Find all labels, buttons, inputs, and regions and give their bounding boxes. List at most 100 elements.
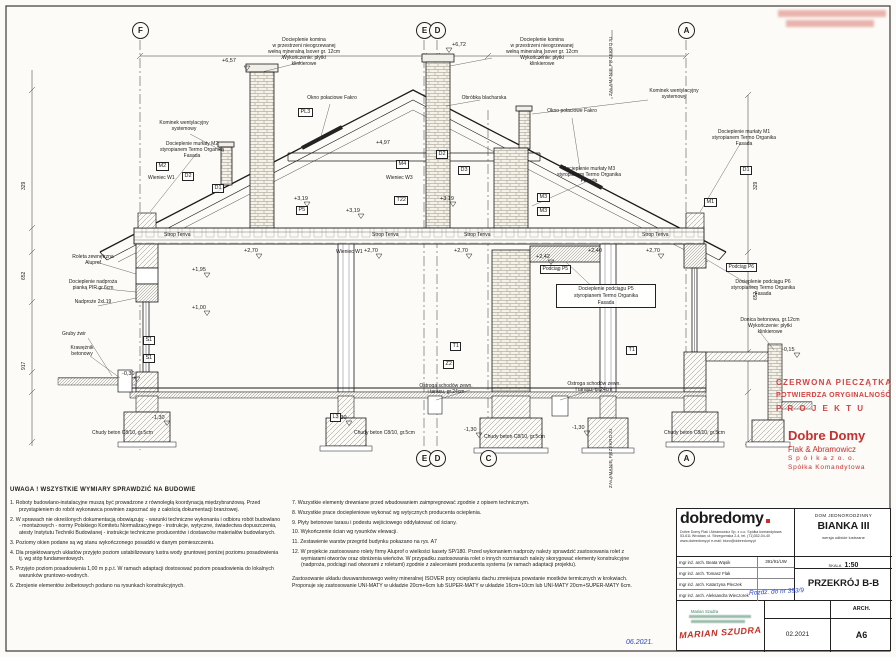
grid-marker: D	[429, 22, 446, 39]
branch-cell: ARCH.	[831, 601, 892, 619]
note-item: 8. Wszystkie prace dociepleniowe wykonać…	[292, 509, 482, 516]
scale-value: 1:50	[844, 562, 859, 569]
person-name: mgr inż. arch. Aleksandra Wieczorek	[679, 593, 749, 598]
callout-label: Strop Teriva	[642, 232, 669, 238]
tag-box: Z2	[443, 360, 455, 370]
note-item: 10. Wykończenie ścian wg rysunków elewac…	[292, 529, 398, 536]
red-stamp-smudge	[778, 10, 886, 17]
tag-box: L3	[330, 413, 342, 423]
person-name: mgr inż. arch. Beata Wąsik	[679, 559, 731, 565]
grid-marker: A	[678, 450, 695, 467]
notes-header: UWAGA ! WSZYSTKIE WYMIARY SPRAWDZIĆ NA B…	[10, 487, 196, 493]
callout-label: Docieplenie komina w przestrzeni nieogrz…	[268, 37, 340, 67]
callout-label: Krawężnik betonowy	[70, 345, 94, 357]
tag-box: D2	[436, 150, 449, 160]
elevation-label: +1,00	[192, 305, 206, 311]
elevation-label: +4,97	[376, 140, 390, 146]
callout-label: Docieplenie murłaty M2 styropianem Termo…	[159, 141, 225, 159]
tag-box: P5	[296, 206, 308, 216]
note-item: 1. Roboty budowlano-instalacyjne muszą b…	[10, 500, 261, 513]
project-type: DOM JEDNORODZINNY	[814, 513, 873, 518]
note-item: 6. Zbrojenie elementów żelbetowych podan…	[10, 582, 185, 589]
elevation-label: +3,19	[346, 208, 360, 214]
tag-box: S1	[143, 336, 155, 346]
logo-dot-icon	[765, 519, 770, 523]
grid-marker: F	[132, 22, 149, 39]
callout-label: Strop Teriva	[464, 232, 491, 238]
note-item: 2. W sprawach nie określonych dokumentac…	[10, 516, 281, 537]
tag-box: M3	[537, 193, 550, 203]
person-licence-number	[757, 568, 794, 578]
callout-label: Docieplenie komina w przestrzeni nieogrz…	[506, 37, 578, 67]
tag-box: Podciąg P5	[540, 265, 571, 274]
notes-column-2: 7. Wszystkie elementy drewniane przed wb…	[292, 500, 642, 590]
company-logo: dobredomy	[680, 510, 791, 528]
callout-label: Ostroga schodów zewn. i tarasu, gr.24cm	[567, 381, 621, 393]
callout-label: Kominek wentylacyjny systemowy	[159, 120, 209, 132]
callout-label: Nadproże 2xL19	[74, 299, 112, 305]
elevation-label: +2,40	[588, 248, 602, 254]
registry-number-cell: Rozdz. do nr 393/9	[749, 587, 831, 619]
elevation-label: -1,30	[152, 415, 165, 421]
company-stamp-line: Flak & Abramowicz	[788, 445, 857, 454]
callout-label: Wieniec W3	[386, 175, 413, 181]
elevation-label: +2,70	[454, 248, 468, 254]
person-licence-number	[757, 590, 794, 601]
tag-box: D2	[182, 172, 195, 182]
company-stamp-line: Spółka Komandytowa	[788, 464, 866, 471]
sheet-number-cell: A6	[855, 630, 868, 640]
notes-footer: Zastosowanie układu dwuwarstwowego wełny…	[292, 576, 632, 589]
titleblock-person-row: mgr inż. arch. Katarzyna Pleczek	[677, 579, 794, 590]
tag-box: D1	[740, 166, 753, 176]
grid-marker: A	[678, 22, 695, 39]
callout-label: Docieplenie podciągu P6 styropianem Term…	[730, 279, 796, 297]
elevation-label: -0,30	[122, 371, 135, 377]
certification-stamp-line: CZERWONA PIECZĄTKA	[776, 378, 893, 387]
dim-label: 652	[21, 271, 27, 280]
callout-label: Chudy beton C8/10, gr.5cm	[484, 434, 545, 440]
person-licence-number	[757, 579, 794, 589]
grid-marker: D	[429, 450, 446, 467]
elevation-label: -1,30	[464, 427, 477, 433]
elevation-label: +2,70	[364, 248, 378, 254]
callout-label: Docieplenie murłaty M1 styropianem Termo…	[711, 129, 777, 147]
callout-label: Strop Teriva	[372, 232, 399, 238]
company-stamp-line: Dobre Domy	[788, 428, 866, 443]
company-logo-cell: dobredomy Dobre Domy Flak i Abramowicz S…	[677, 509, 795, 557]
callout-label: Chudy beton C8/10, gr.5cm	[664, 430, 725, 436]
callout-label: Docieplenie murłaty M3 styropianem Termo…	[556, 166, 622, 184]
notes-block: UWAGA ! WSZYSTKIE WYMIARY SPRAWDZIĆ NA B…	[10, 487, 670, 589]
scale-label: SKALA	[828, 563, 842, 568]
company-stamp-line: S p ó ł k a z o. o.	[788, 455, 856, 462]
callout-label: Wieniec W1	[148, 175, 175, 181]
project-variant: wersja odbicie lustrzane	[822, 535, 865, 540]
callout-label: Okno połaciowe Fakro	[307, 95, 357, 101]
elevation-label: -0,15	[782, 347, 795, 353]
tag-box: M1	[704, 198, 717, 208]
title-block: dobredomy Dobre Domy Flak i Abramowicz S…	[676, 508, 892, 652]
tag-box: PL3	[298, 108, 313, 118]
tag-box: M3	[537, 207, 550, 217]
callout-label: Kominek wentylacyjny systemowy	[649, 88, 699, 100]
elevation-label: +3,19	[294, 196, 308, 202]
drawing-title: PRZEKRÓJ B-B	[795, 569, 892, 601]
person-name: mgr inż. arch. Tomasz Flak	[679, 570, 731, 576]
elevation-label: +1,95	[192, 267, 206, 273]
dim-label: 329	[21, 181, 27, 190]
callout-label: Gruby żwir	[62, 331, 86, 337]
callout-label: Okno połaciowe Fakro	[547, 108, 597, 114]
project-name: BIANKA III	[817, 520, 870, 532]
elevation-label: +6,72	[452, 42, 466, 48]
company-address: Dobre Domy Flak i Abramowicz Sp. z o.o. …	[680, 529, 782, 544]
callout-label: Docieplenie podciągu P5 styropianem Term…	[556, 284, 656, 309]
person-name: mgr inż. arch. Katarzyna Pleczek	[679, 581, 742, 587]
certification-stamp-line: POTWIERDZA ORYGINALNOŚĆ	[776, 392, 891, 399]
elevation-label: -1,30	[572, 425, 585, 431]
callout-label: Donica betonowa, gr.12cm Wykończenie: pł…	[740, 317, 800, 335]
callout-label: Chudy beton C8/10, gr.5cm	[354, 430, 415, 436]
note-item: 9. Płyty betonowe tarasu i podestu wejśc…	[292, 519, 457, 526]
elevation-label: +6,57	[222, 58, 236, 64]
tag-box: T22	[394, 196, 409, 206]
